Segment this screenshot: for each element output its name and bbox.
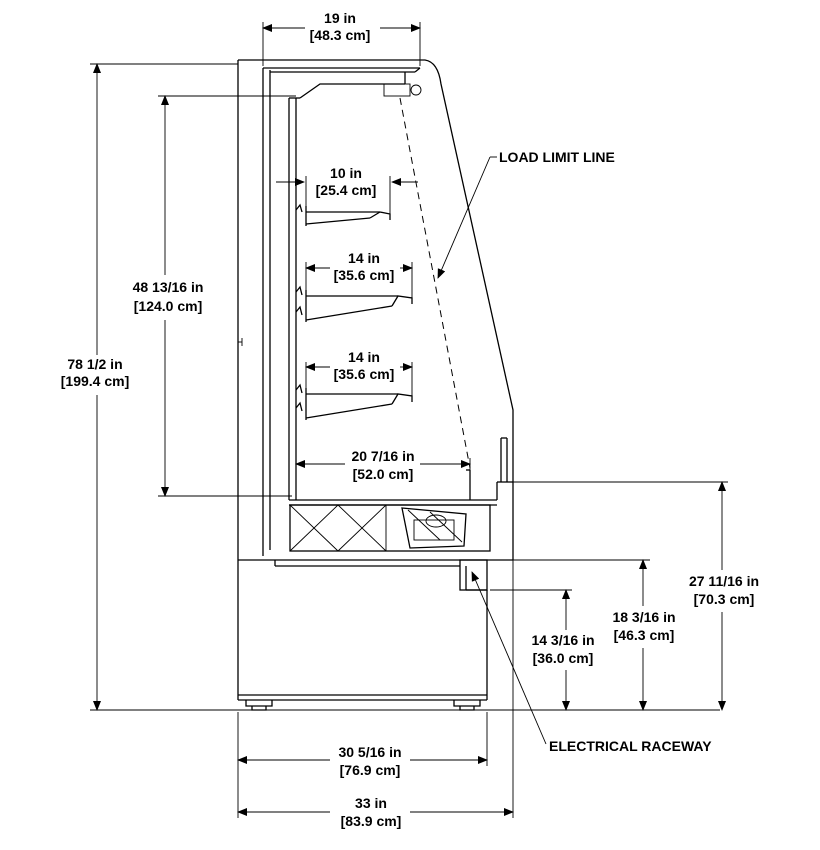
dim-base-height-imperial: 18 3/16 in <box>612 609 675 625</box>
leader-load-limit <box>437 156 497 279</box>
dim-overall-depth <box>237 560 514 818</box>
coil-compartment <box>289 504 491 552</box>
leader-electrical-raceway <box>471 571 547 745</box>
dim-overall-height-metric: [199.4 cm] <box>61 373 129 389</box>
shelf-lower <box>295 383 413 420</box>
fan-icon <box>401 507 467 549</box>
dim-deck-height <box>513 481 728 711</box>
base-cabinet <box>237 559 488 701</box>
dim-deck-depth-imperial: 20 7/16 in <box>351 448 414 464</box>
dim-raceway-height <box>490 589 572 711</box>
dim-top-depth-metric: [48.3 cm] <box>310 27 371 43</box>
dim-base-depth <box>237 712 488 818</box>
dim-shelf-lower <box>305 362 413 396</box>
dim-raceway-height-metric: [36.0 cm] <box>533 650 594 666</box>
load-limit-line <box>399 97 471 469</box>
dim-overall-height <box>90 63 720 711</box>
dim-shelf-top <box>276 176 418 214</box>
case-outline <box>237 59 514 561</box>
dim-deck-height-imperial: 27 11/16 in <box>689 573 759 589</box>
shelf-top <box>295 203 391 226</box>
dim-deck-depth <box>295 458 471 470</box>
load-limit-line-label: LOAD LIMIT LINE <box>499 149 615 165</box>
electrical-raceway-label: ELECTRICAL RACEWAY <box>549 738 712 754</box>
dim-display-height-imperial: 48 13/16 in <box>133 279 204 295</box>
dim-deck-height-metric: [70.3 cm] <box>694 591 755 607</box>
dim-raceway-height-imperial: 14 3/16 in <box>531 632 594 648</box>
dim-base-depth-metric: [76.9 cm] <box>340 762 401 778</box>
dim-shelf-middle-imperial: 14 in <box>348 250 380 266</box>
dim-overall-depth-imperial: 33 in <box>355 795 387 811</box>
dim-display-height-metric: [124.0 cm] <box>134 298 202 314</box>
leveling-feet <box>245 700 481 711</box>
dim-shelf-lower-imperial: 14 in <box>348 349 380 365</box>
dim-deck-depth-metric: [52.0 cm] <box>353 466 414 482</box>
dim-shelf-middle-metric: [35.6 cm] <box>334 267 395 283</box>
dim-overall-depth-metric: [83.9 cm] <box>341 813 402 829</box>
dim-shelf-top-metric: [25.4 cm] <box>316 182 377 198</box>
dim-base-height <box>513 559 650 711</box>
dim-shelf-middle <box>305 262 413 298</box>
dim-overall-height-imperial: 78 1/2 in <box>67 356 122 372</box>
dim-display-height <box>158 95 296 497</box>
dim-top-depth <box>262 22 421 66</box>
dim-shelf-top-imperial: 10 in <box>330 165 362 181</box>
dim-top-depth-imperial: 19 in <box>324 10 356 26</box>
dim-shelf-lower-metric: [35.6 cm] <box>334 366 395 382</box>
dim-base-height-metric: [46.3 cm] <box>614 627 675 643</box>
shelf-middle <box>295 285 413 322</box>
dim-base-depth-imperial: 30 5/16 in <box>338 744 401 760</box>
